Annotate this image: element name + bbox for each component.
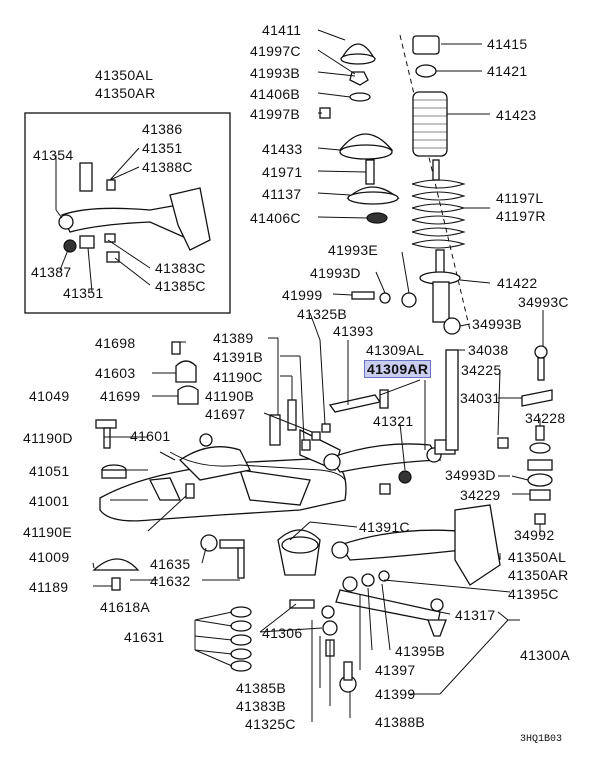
- label-41415: 41415: [487, 36, 528, 52]
- label-41383b: 41383B: [236, 698, 287, 714]
- label-41421: 41421: [487, 63, 528, 79]
- label-41350ar-bot: 41350AR: [508, 567, 569, 583]
- label-41395c: 41395C: [508, 586, 559, 602]
- label-41009: 41009: [29, 549, 70, 565]
- label-41423: 41423: [496, 107, 537, 123]
- label-41325b-top: 41325B: [297, 306, 348, 322]
- label-41411: 41411: [262, 22, 302, 38]
- label-34229: 34229: [460, 487, 501, 503]
- label-41699: 41699: [100, 388, 141, 404]
- inset-frame: [24, 112, 231, 314]
- label-41993e: 41993E: [328, 242, 379, 258]
- rear-subframe: [99, 428, 347, 576]
- label-41137: 41137: [262, 186, 302, 202]
- label-41351-bot: 41351: [63, 285, 104, 301]
- label-41399: 41399: [375, 686, 416, 702]
- label-41406b: 41406B: [250, 86, 301, 102]
- label-41350ar-top: 41350AR: [95, 85, 156, 101]
- label-41388b: 41388B: [375, 714, 426, 730]
- label-41697: 41697: [205, 406, 246, 422]
- small-hardware: [92, 341, 553, 693]
- label-41317: 41317: [455, 607, 496, 623]
- label-34038: 34038: [468, 342, 509, 358]
- label-41309ar: 41309AR: [364, 360, 432, 378]
- label-41309al: 41309AL: [366, 342, 425, 358]
- label-41618a: 41618A: [100, 599, 151, 615]
- inset-knuckle: [58, 162, 211, 263]
- label-41971: 41971: [262, 164, 303, 180]
- label-41386: 41386: [142, 121, 183, 137]
- label-34225: 34225: [461, 362, 502, 378]
- label-41383c: 41383C: [155, 260, 206, 276]
- label-41422: 41422: [497, 275, 538, 291]
- label-41001: 41001: [29, 493, 70, 509]
- label-41325c: 41325C: [245, 716, 296, 732]
- label-34992: 34992: [514, 527, 555, 543]
- label-41351-top: 41351: [142, 140, 183, 156]
- label-41635: 41635: [150, 556, 191, 572]
- upper-arm: [323, 349, 459, 484]
- label-34993c: 34993C: [518, 294, 569, 310]
- label-41997c: 41997C: [250, 43, 301, 59]
- label-41698: 41698: [95, 335, 136, 351]
- label-41631: 41631: [124, 629, 165, 645]
- diagram-code: 3HQ1B03: [520, 734, 563, 745]
- label-41395b: 41395B: [395, 643, 446, 659]
- label-41389: 41389: [213, 330, 254, 346]
- label-41350al-bot: 41350AL: [508, 549, 567, 565]
- lower-arm: [331, 504, 501, 637]
- label-41385c: 41385C: [155, 278, 206, 294]
- label-41049: 41049: [29, 388, 70, 404]
- label-41190b: 41190B: [205, 388, 255, 404]
- label-41190d: 41190D: [23, 430, 73, 446]
- label-41601: 41601: [130, 428, 171, 444]
- label-41391c: 41391C: [359, 519, 410, 535]
- label-41051: 41051: [29, 463, 70, 479]
- leader-lines: [55, 29, 544, 722]
- label-34993d: 34993D: [445, 467, 496, 483]
- label-41406c: 41406C: [250, 210, 301, 226]
- label-41197l: 41197L: [496, 190, 544, 206]
- label-41306: 41306: [262, 625, 303, 641]
- label-41385b: 41385B: [236, 680, 287, 696]
- label-41197r: 41197R: [496, 208, 546, 224]
- label-41433: 41433: [262, 141, 303, 157]
- label-41388c: 41388C: [142, 159, 193, 175]
- label-41632: 41632: [150, 573, 191, 589]
- label-41391b: 41391B: [213, 349, 264, 365]
- label-41190e: 41190E: [23, 524, 73, 540]
- label-41300a: 41300A: [520, 647, 571, 663]
- label-41350al-top: 41350AL: [95, 67, 154, 83]
- strut-top-parts: [319, 43, 400, 224]
- label-41354: 41354: [33, 147, 74, 163]
- label-41397: 41397: [375, 662, 416, 678]
- label-34993b: 34993B: [472, 316, 523, 332]
- label-41997b: 41997B: [250, 106, 301, 122]
- label-34031: 34031: [460, 390, 501, 406]
- label-41321: 41321: [373, 413, 414, 429]
- label-41993d: 41993D: [310, 265, 361, 281]
- label-41603: 41603: [95, 365, 136, 381]
- label-41999: 41999: [282, 287, 323, 303]
- label-34228: 34228: [525, 410, 566, 426]
- label-41993b: 41993B: [250, 65, 301, 81]
- label-41393: 41393: [333, 323, 374, 339]
- label-41189: 41189: [29, 579, 69, 595]
- label-41387: 41387: [31, 264, 72, 280]
- label-41190c: 41190C: [213, 369, 263, 385]
- strut-right-parts: [351, 35, 466, 335]
